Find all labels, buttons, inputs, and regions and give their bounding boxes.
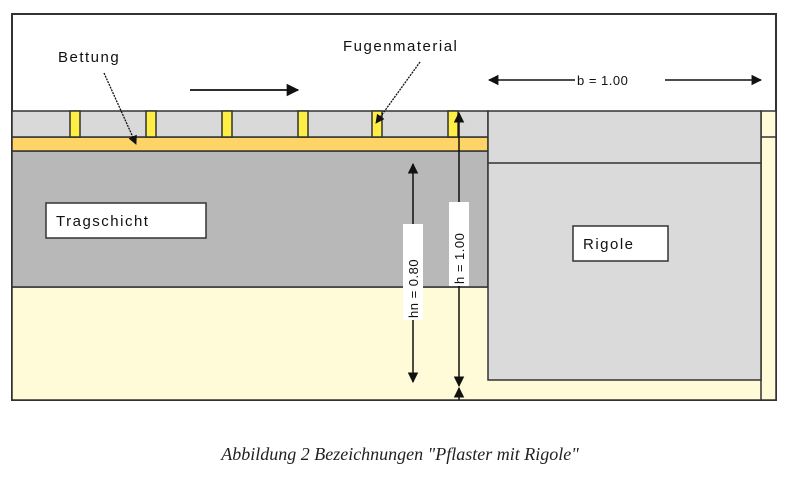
joint <box>371 110 383 138</box>
hn-dimension-label-box <box>403 224 423 320</box>
bedding-label: Bettung <box>58 49 120 66</box>
joint <box>221 110 233 138</box>
joint <box>297 110 309 138</box>
base-layer-label-box <box>45 202 207 239</box>
bedding-layer <box>11 136 489 152</box>
paving-layer <box>11 110 489 138</box>
bedding-pointer <box>103 72 137 145</box>
hn-dimension-label: hn = 0.80 <box>406 259 421 318</box>
joint <box>145 110 157 138</box>
joint <box>69 110 81 138</box>
right-side-strip <box>760 110 777 401</box>
figure-caption: Abbildung 2 Bezeichnungen "Pflaster mit … <box>221 444 579 464</box>
joint-material-label: Fugenmaterial <box>343 38 458 55</box>
width-dimension-label: b = 1.00 <box>577 73 628 88</box>
joint <box>447 110 459 138</box>
rigole-label-box <box>572 225 669 262</box>
joint-material-pointer <box>375 61 421 124</box>
joint-group <box>69 110 459 138</box>
h-dimension-label-box <box>449 202 469 286</box>
rigole-label: Rigole <box>583 236 635 253</box>
h-dimension-label: h = 1.00 <box>452 233 467 284</box>
base-layer-label: Tragschicht <box>56 213 149 230</box>
